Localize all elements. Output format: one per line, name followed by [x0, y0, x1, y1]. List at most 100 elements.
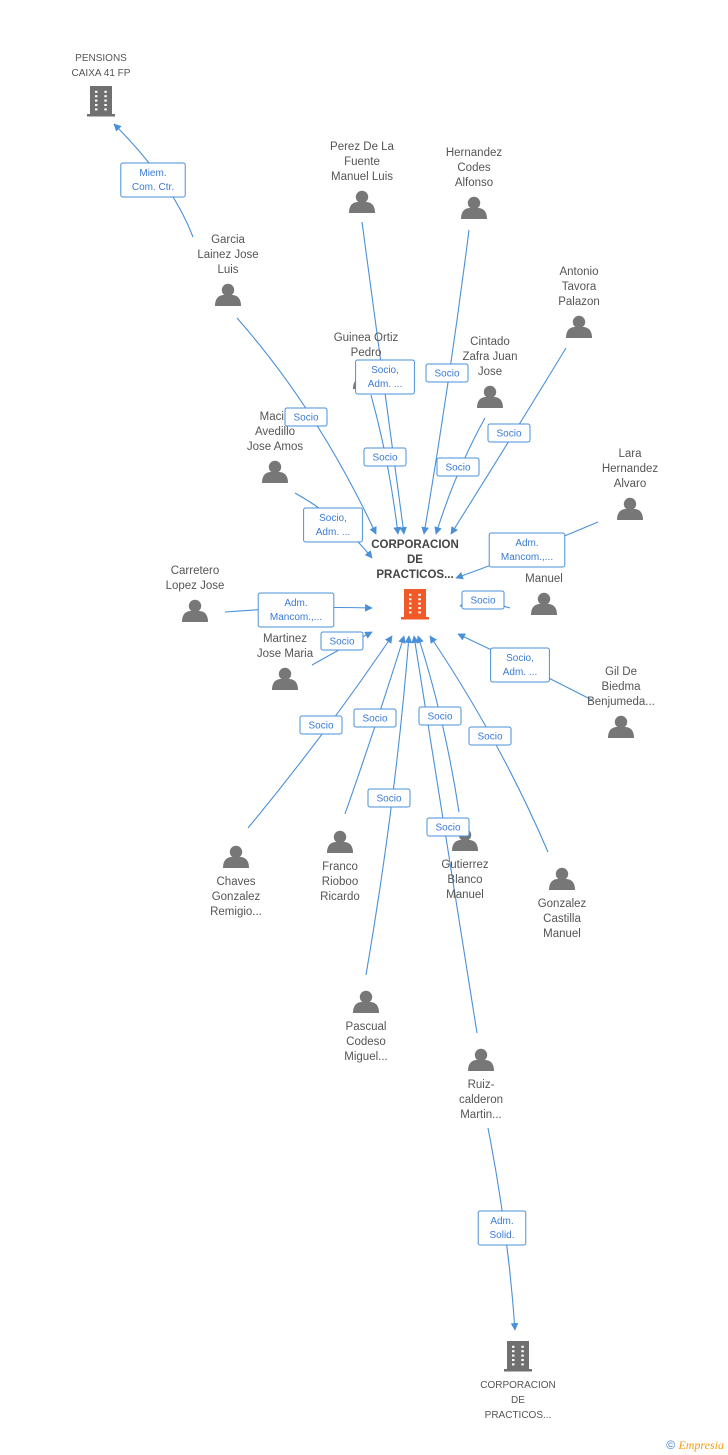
edge-label-carretero-hub[interactable]: Adm.Mancom.,... [257, 592, 335, 628]
edge-label-text: Adm. [490, 1216, 513, 1227]
company-node-corp2[interactable]: CORPORACION DE PRACTICOS... [480, 1341, 556, 1421]
edge-label-text: Socio [372, 453, 397, 464]
node-label-line: Tavora [562, 281, 597, 293]
edge-label-macia-hub[interactable]: Socio, Adm. ... [303, 507, 363, 543]
person-icon [531, 592, 557, 615]
edge-label-cintado-hub[interactable]: Socio [436, 457, 480, 477]
edge-label-perez-hub[interactable]: Socio,Adm. ... [355, 359, 415, 395]
node-label-line: Castilla [543, 913, 581, 925]
node-label-line: Alvaro [614, 478, 647, 490]
node-label-line: Franco [322, 861, 358, 873]
node-label-line: CORPORACION [371, 539, 459, 551]
person-icon [617, 497, 643, 520]
node-label-line: Hernandez [446, 147, 503, 159]
edge-label-text: Socio, [319, 513, 347, 524]
node-label-line: Antonio [559, 266, 598, 278]
edge-label-lara-hub[interactable]: Adm.Mancom.,... [488, 532, 566, 568]
node-label-line: Jose Amos [247, 441, 303, 453]
node-label-line: Gil De [605, 666, 637, 678]
edge-label-box [299, 715, 343, 735]
footer-credit: © Empresia [666, 1438, 724, 1453]
node-label-line: Guinea Ortiz [334, 332, 399, 344]
edge-label-tavora-hub[interactable]: Socio [487, 423, 531, 443]
person-node-pascual[interactable]: PascualCodesoMiguel... [344, 990, 388, 1063]
node-label-line: Lopez Jose [166, 580, 225, 592]
edge-label-gutierrez-hub[interactable]: Socio [418, 706, 462, 726]
node-label-line: PRACTICOS... [485, 1410, 552, 1421]
edge-label-box [284, 407, 328, 427]
edge-label-guinea-hub[interactable]: Socio [363, 447, 407, 467]
node-label-line: Pascual [346, 1021, 387, 1033]
node-label-line: PRACTICOS... [376, 569, 453, 581]
edge-label-text: Mancom.,... [501, 552, 553, 563]
node-label-line: Cintado [470, 336, 510, 348]
edge-label-garcia-pensions[interactable]: Miem.Com. Ctr. [120, 162, 186, 198]
edge-label-box [367, 788, 411, 808]
person-icon [215, 283, 241, 306]
node-label-line: Blanco [447, 874, 482, 886]
edge-labels-layer: Miem.Com. Ctr.Socio,Adm. ...SocioSocioSo… [120, 162, 566, 1246]
edge-label-box [487, 423, 531, 443]
node-label-line: Martinez [263, 633, 307, 645]
edge-label-text: Socio [362, 714, 387, 725]
edge-label-garcia-hub[interactable]: Socio [284, 407, 328, 427]
node-label-line: DE [511, 1395, 525, 1406]
node-label-line: Miguel... [344, 1051, 387, 1063]
building-icon [504, 1341, 532, 1372]
node-label-line: Ricardo [320, 891, 360, 903]
edge-label-ruiz-corp2[interactable]: Adm.Solid. [477, 1210, 527, 1246]
edge-label-text: Com. Ctr. [132, 182, 174, 193]
copyright-symbol: © [666, 1438, 676, 1452]
edge-label-gonzalez-hub[interactable]: Socio [468, 726, 512, 746]
edge-label-franco-hub[interactable]: Socio [353, 708, 397, 728]
person-icon [477, 385, 503, 408]
brand-logo[interactable]: Empresia [678, 1438, 724, 1452]
node-label-line: calderon [459, 1094, 503, 1106]
edge-label-ruiz-hub[interactable]: Socio [426, 817, 470, 837]
person-icon [353, 990, 379, 1013]
edge-label-box [363, 447, 407, 467]
person-icon [468, 1048, 494, 1071]
node-label-line: Biedma [602, 681, 642, 693]
edge-label-martinez-hub[interactable]: Socio [320, 631, 364, 651]
node-label-line: CORPORACION [480, 1380, 556, 1391]
node-label-line: Hernandez [602, 463, 659, 475]
company-node-hub[interactable]: CORPORACIONDEPRACTICOS... [371, 539, 459, 620]
edge-label-box [303, 507, 363, 543]
edge-label-text: Socio [329, 637, 354, 648]
edge-label-hernandez-hub[interactable]: Socio [425, 363, 469, 383]
node-label-line: Macia [260, 411, 291, 423]
edge-label-box [353, 708, 397, 728]
person-node-gil[interactable]: Gil DeBiedmaBenjumeda... [587, 666, 655, 738]
edge-label-text: Adm. [284, 598, 307, 609]
node-label-line: Manuel [543, 928, 581, 940]
edge-label-barro-hub[interactable]: Socio [461, 590, 505, 610]
person-icon [272, 667, 298, 690]
edge-label-box [120, 162, 186, 198]
node-label-line: Gutierrez [441, 859, 489, 871]
edge-label-pascual-hub[interactable]: Socio [367, 788, 411, 808]
edge-label-text: Adm. ... [316, 527, 350, 538]
person-icon [223, 845, 249, 868]
person-node-ruiz[interactable]: Ruiz-calderonMartin... [459, 1048, 503, 1121]
edge-label-box [436, 457, 480, 477]
edge-label-gil-hub[interactable]: Socio,Adm. ... [490, 647, 550, 683]
person-node-chaves[interactable]: ChavesGonzalezRemigio... [210, 845, 262, 918]
edge-label-chaves-hub[interactable]: Socio [299, 715, 343, 735]
node-label-line: Avedillo [255, 426, 295, 438]
node-label-line: Lara [618, 448, 642, 460]
node-label-line: Rioboo [322, 876, 358, 888]
